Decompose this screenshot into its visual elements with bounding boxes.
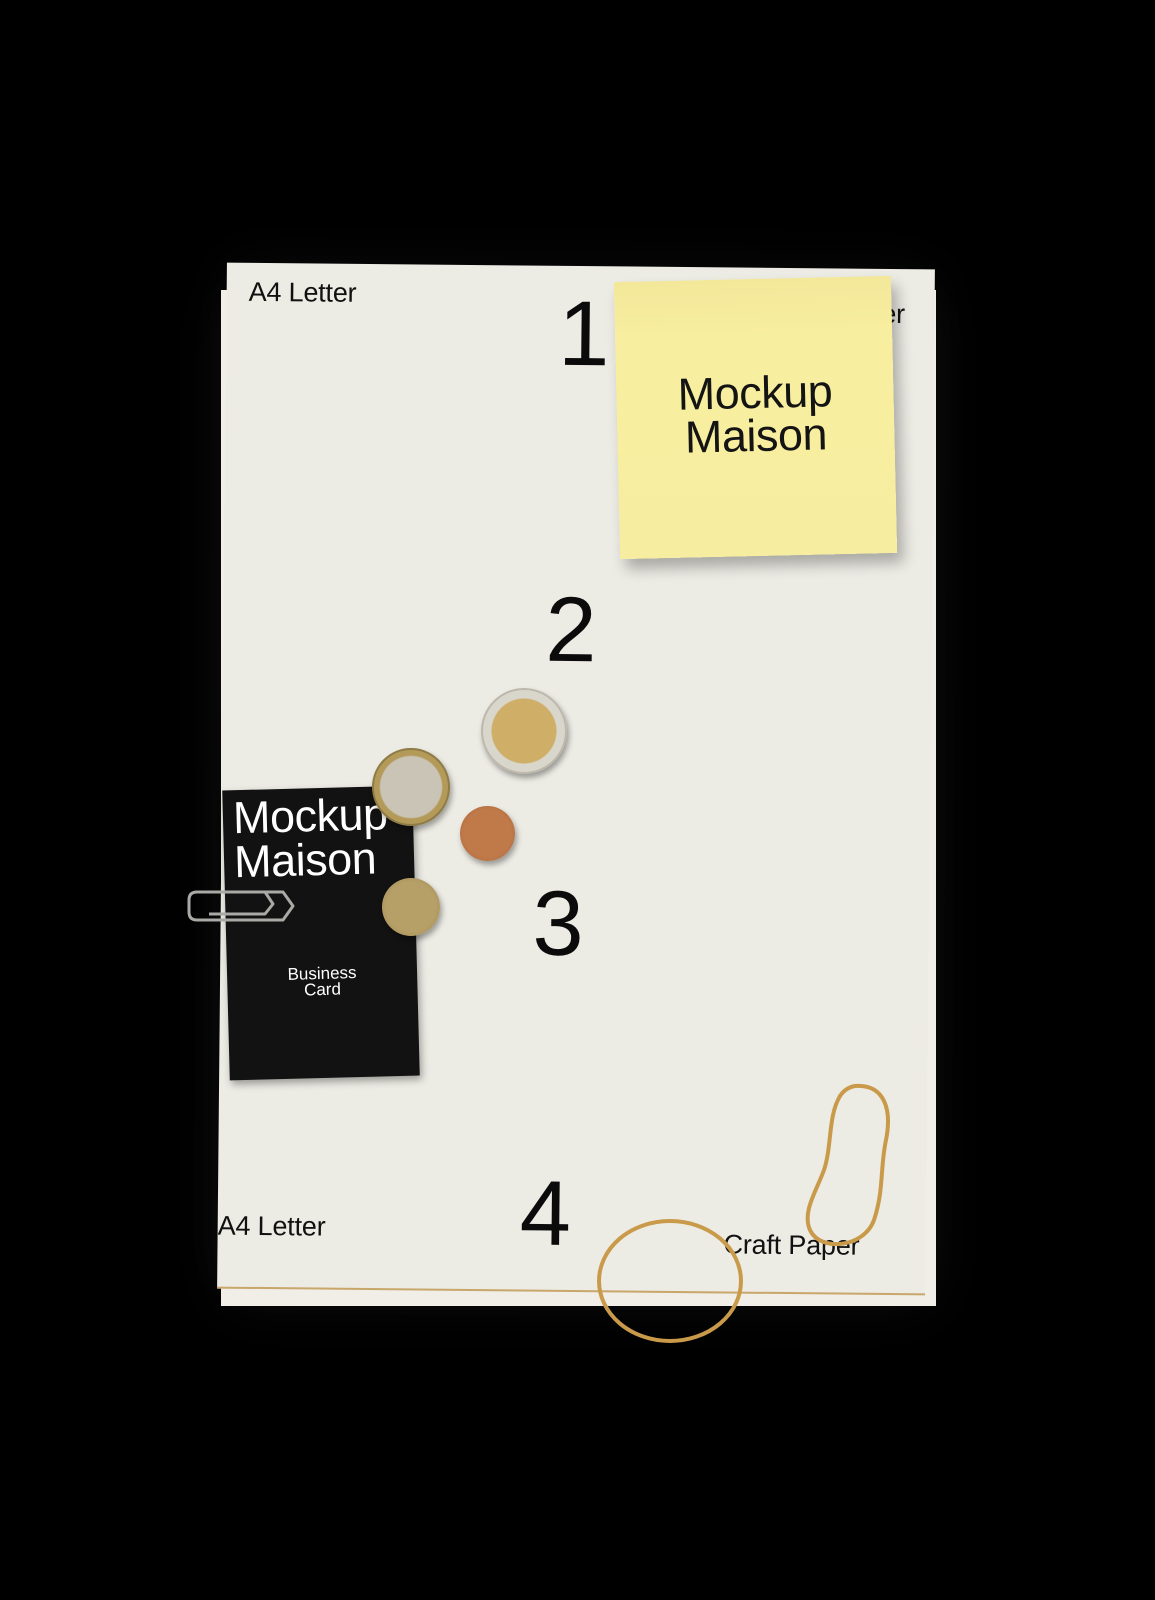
- two-euro-coin-icon: [481, 688, 567, 774]
- number-2: 2: [544, 578, 598, 682]
- business-card-subtitle: Business Card: [227, 963, 418, 1001]
- top-left-label: A4 Letter: [248, 276, 357, 308]
- number-4: 4: [519, 1162, 572, 1265]
- sticky-line-2: Maison: [684, 408, 828, 463]
- rubber-band-elongated-icon: [805, 1083, 890, 1247]
- cent-coin-icon: [460, 806, 515, 861]
- sticky-note: Mockup Maison: [613, 275, 898, 560]
- rubber-band-round-icon: [597, 1219, 743, 1343]
- business-card: Mockup Maison Business Card: [222, 785, 420, 1081]
- bottom-left-label: A4 Letter: [217, 1210, 326, 1242]
- one-euro-coin-icon: [372, 748, 450, 826]
- number-1: 1: [557, 282, 610, 386]
- sticky-note-text: Mockup Maison: [616, 365, 895, 463]
- number-3: 3: [532, 872, 585, 976]
- business-card-title: Mockup Maison: [232, 788, 389, 888]
- card-title-line-2: Maison: [233, 832, 377, 888]
- paperclip-icon: [187, 890, 295, 922]
- franc-coin-icon: [382, 878, 440, 936]
